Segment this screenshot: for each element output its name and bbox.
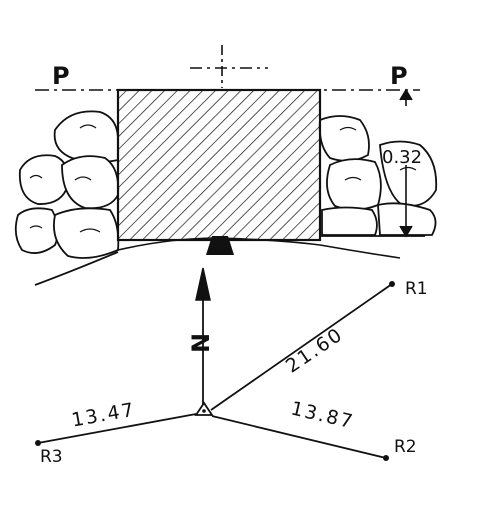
r3-point (35, 440, 41, 446)
north-arrow (195, 267, 211, 408)
right-stone-wall (318, 115, 438, 236)
benchmark-marker (206, 236, 234, 255)
height-dimension (399, 88, 413, 238)
reference-rays (37, 283, 393, 459)
ground-under-block (117, 237, 401, 259)
distance-r2-label: 13.87 (289, 397, 357, 433)
hatched-block (116, 88, 322, 242)
station-triangle (194, 401, 214, 416)
r1-label: R1 (405, 279, 428, 299)
distance-r1-label: 21.60 (282, 323, 348, 377)
north-label: N (187, 333, 215, 353)
r2-point (383, 455, 389, 461)
r3-label: R3 (40, 447, 63, 467)
r1-point (389, 281, 395, 287)
height-offset-label: 0.32 (382, 147, 422, 168)
r2-label: R2 (394, 437, 417, 457)
centre-axis-mark (190, 45, 268, 88)
plane-label-right: P (390, 62, 408, 90)
plane-label-left: P (52, 62, 70, 90)
left-stone-wall (14, 110, 120, 286)
